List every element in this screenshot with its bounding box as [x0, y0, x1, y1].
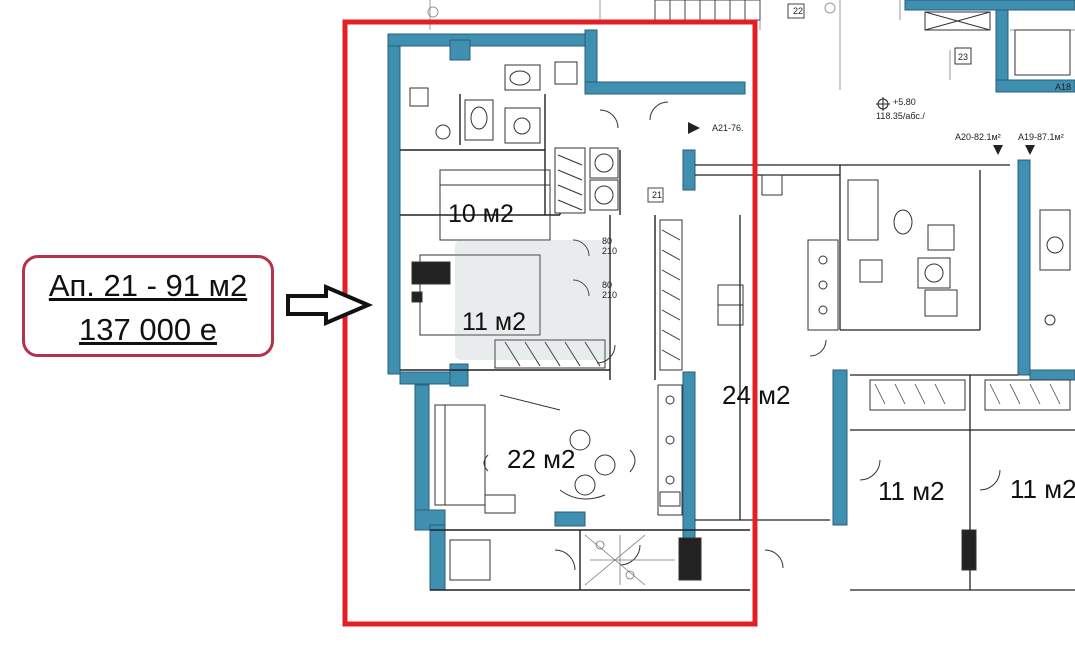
room-label-11-left: 11 м2: [462, 308, 526, 336]
top-right-fixtures: [924, 11, 1071, 76]
wardrobe-hatching: [494, 147, 683, 371]
top-right-walls: [904, 0, 1075, 93]
appliances: [589, 147, 619, 211]
price-callout: Ап. 21 - 91 м2 137 000 е: [22, 255, 274, 357]
apartment-area-text: Ап. 21 - 91 м2: [48, 268, 248, 303]
highlight-frame: [342, 19, 758, 627]
price-text: 137 000 е: [79, 312, 217, 347]
neighbor-fixtures: [717, 174, 1071, 571]
room-label-22: 22 м2: [507, 444, 575, 474]
level-abs: 118.35/абс./: [876, 111, 925, 121]
neighbor-hatching: [874, 383, 1061, 405]
bed-room-10: [439, 169, 551, 241]
door-size-210: 210: [602, 246, 617, 256]
neighbor-walls: [832, 159, 1075, 526]
balcony-hatching: [584, 534, 675, 586]
apt20-tag: A20-82.1м²: [955, 132, 1001, 142]
room-label-10: 10 м2: [448, 200, 514, 228]
level-mark: +5.80: [893, 97, 916, 107]
door-swings: [554, 101, 669, 571]
watermark-logo: [455, 240, 610, 360]
kitchen-counter: [657, 384, 702, 581]
bed-room-11: [411, 254, 541, 336]
apt19-tag: A19-87.1м²: [1018, 132, 1064, 142]
unit-23-label: 23: [958, 52, 968, 62]
stair-block: [654, 0, 761, 21]
interior-partitions: [400, 94, 750, 591]
pointer-arrow: [286, 283, 374, 327]
bathroom-fixtures: [409, 61, 578, 144]
entry-arrows: [688, 122, 1035, 155]
apt18-tag: A18: [1055, 82, 1071, 92]
door-size-80b: 80: [602, 280, 612, 290]
apt21-tag: A21-76.: [712, 123, 744, 133]
living-room-furniture: [434, 394, 636, 581]
apartment-21-walls: [387, 29, 746, 591]
level-marker: [876, 97, 890, 111]
door-size-210b: 210: [602, 290, 617, 300]
room-label-11-mid: 11 м2: [878, 476, 945, 506]
door-size-80: 80: [602, 236, 612, 246]
room-label-11-right: 11 м2: [1010, 474, 1075, 504]
unit-22-label: 22: [793, 6, 803, 16]
unit-21-label: 21: [652, 190, 662, 200]
